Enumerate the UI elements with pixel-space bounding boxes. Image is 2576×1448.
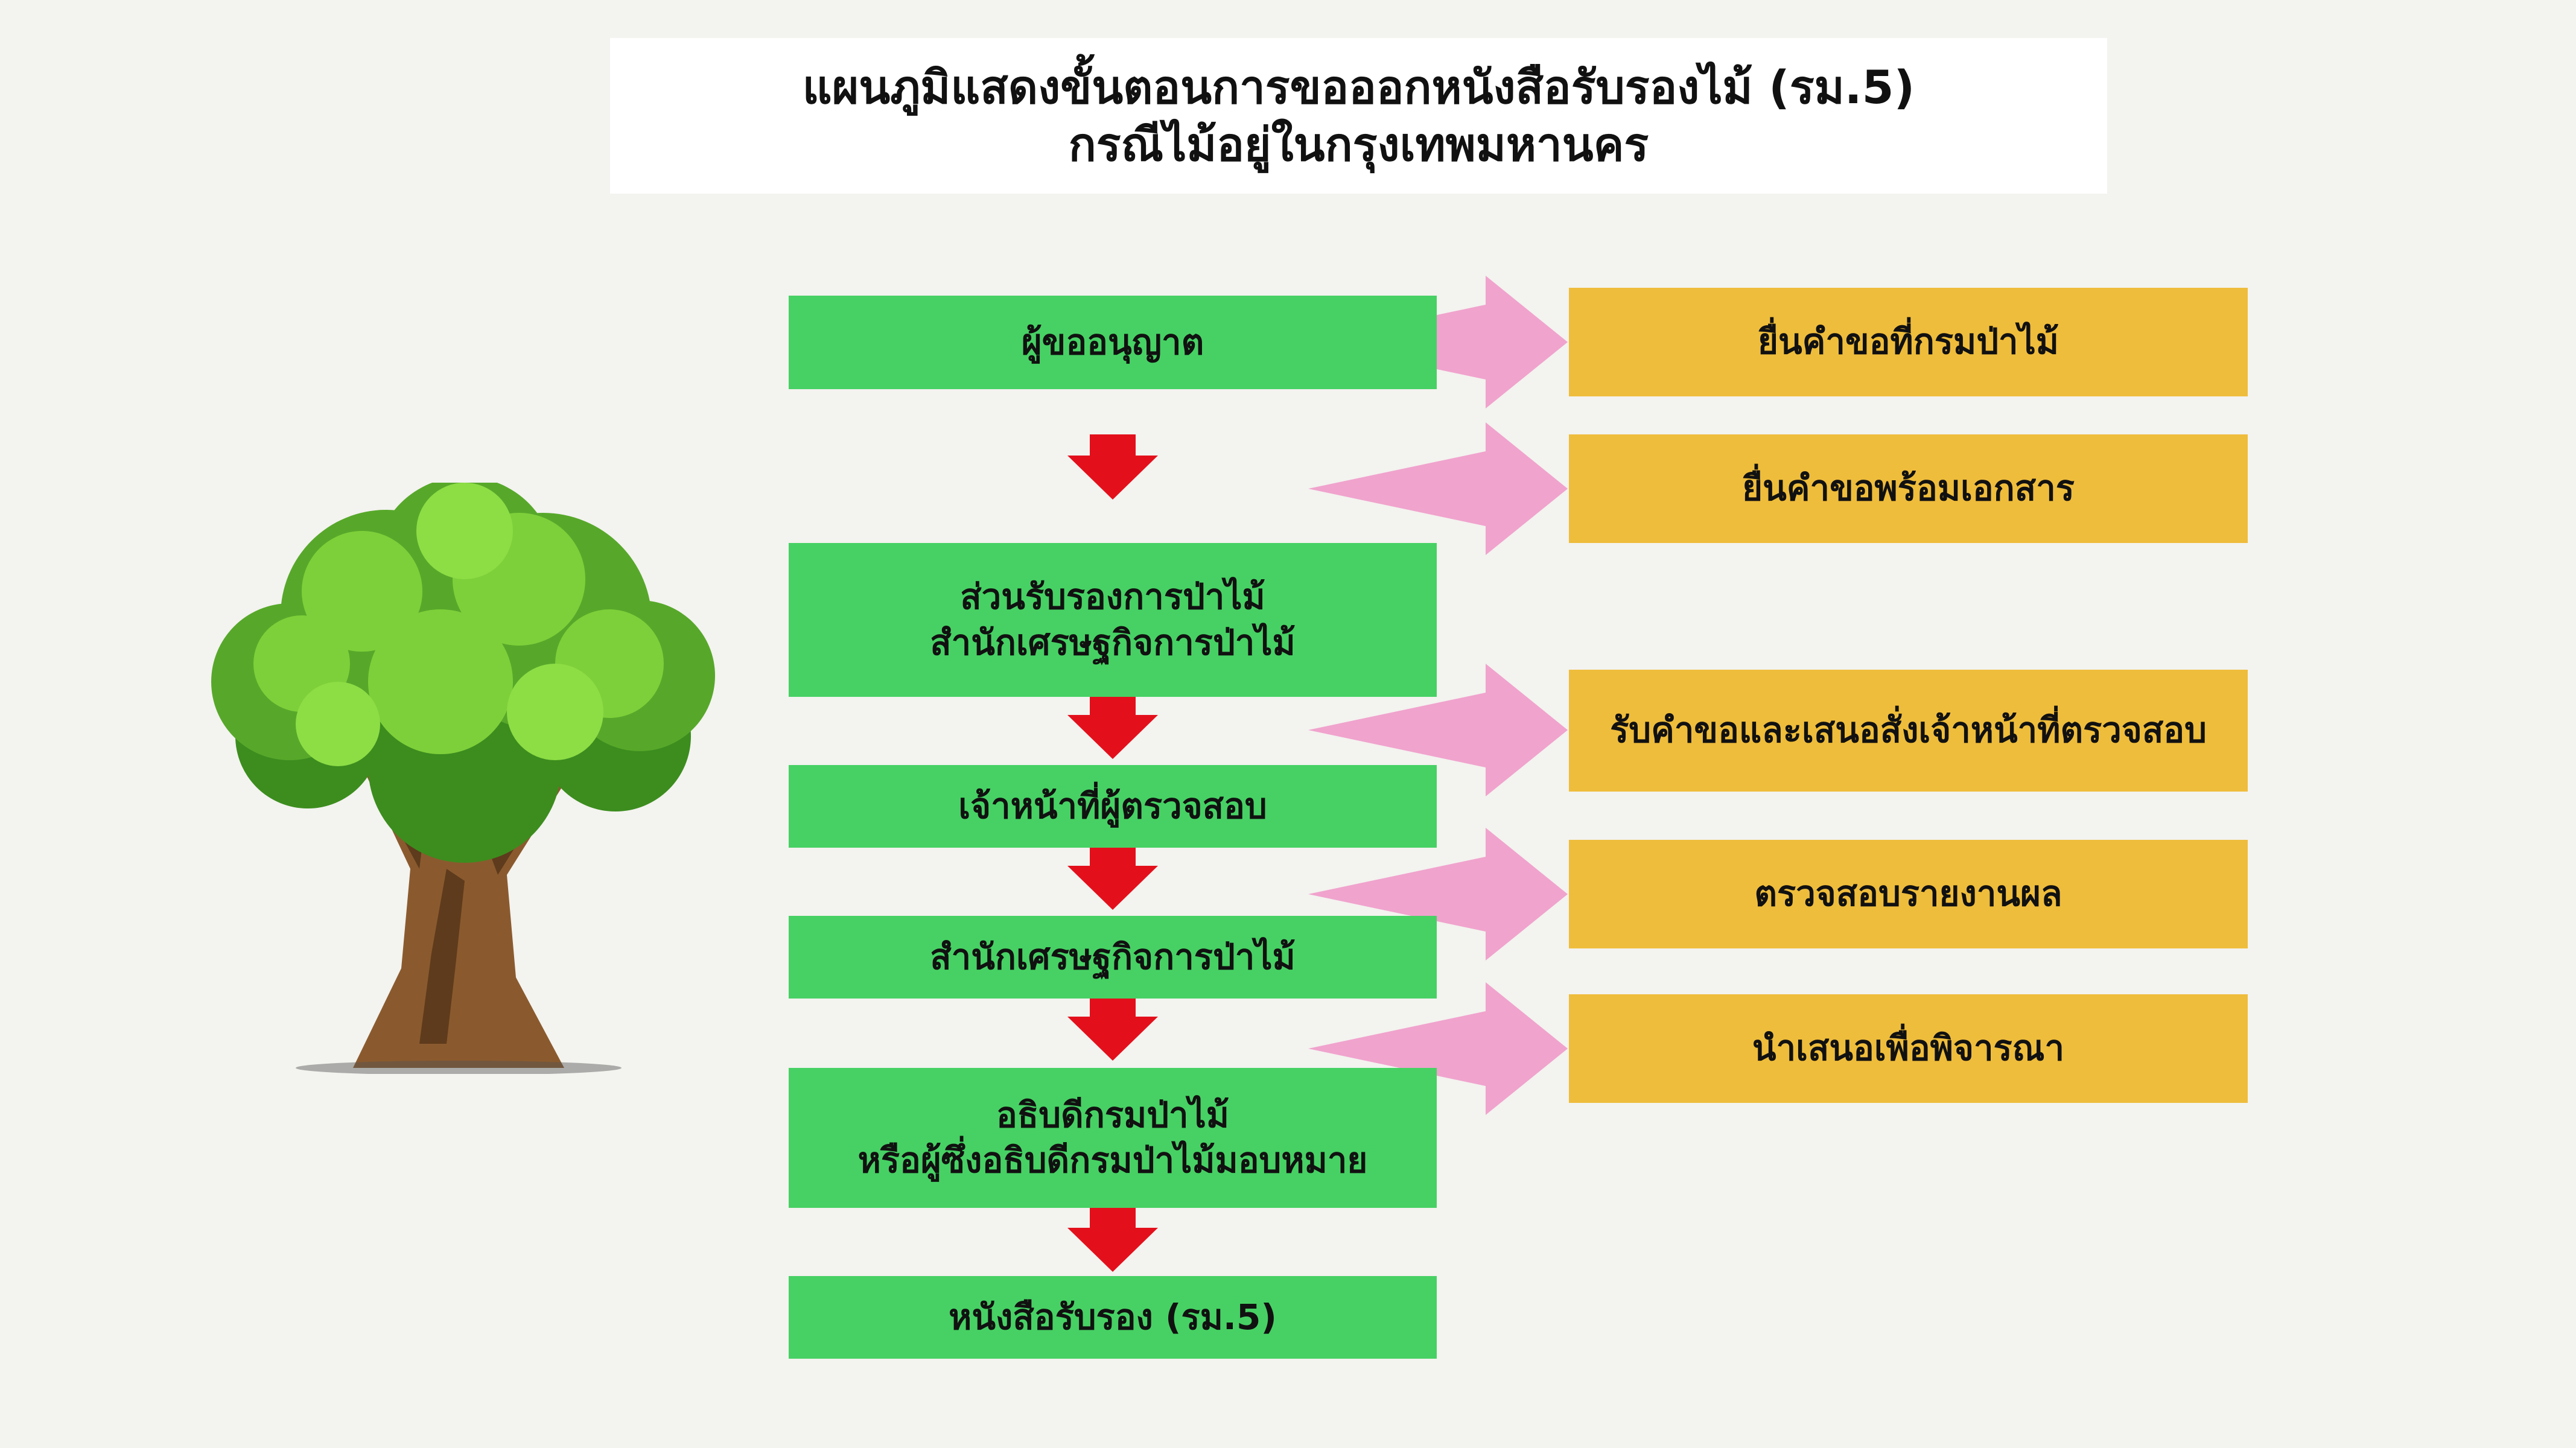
side-arrow-icon [1308,422,1568,555]
step-forest-economics-office: สำนักเศรษฐกิจการป่าไม้ [789,916,1437,999]
down-arrow-icon [1067,996,1158,1061]
step-label: สำนักเศรษฐกิจการป่าไม้ [930,936,1296,977]
down-arrow-icon [1067,1207,1158,1272]
step-director-general: อธิบดีกรมป่าไม้ หรือผู้ซึ่งอธิบดีกรมป่าไ… [789,1068,1437,1208]
down-arrow-icon [1067,694,1158,759]
page-title: แผนภูมิแสดงขั้นตอนการขอออกหนังสือรับรองไ… [802,60,1915,114]
tree-illustration [211,483,715,1074]
note-label: ยื่นคำขอพร้อมเอกสาร [1742,468,2075,509]
step-label: หนังสือรับรอง (รม.5) [949,1296,1277,1338]
step-label: หรือผู้ซึ่งอธิบดีกรมป่าไม้มอบหมาย [857,1140,1368,1181]
step-label: อธิบดีกรมป่าไม้ [996,1094,1229,1135]
step-label: สำนักเศรษฐกิจการป่าไม้ [930,621,1296,663]
note-submit-documents: ยื่นคำขอพร้อมเอกสาร [1569,434,2248,543]
note-label: ตรวจสอบรายงานผล [1754,873,2062,915]
step-label: ส่วนรับรองการป่าไม้ [960,576,1265,618]
step-label: ผู้ขออนุญาต [1021,321,1204,363]
step-label: เจ้าหน้าที่ผู้ตรวจสอบ [958,785,1267,827]
step-certificate: หนังสือรับรอง (รม.5) [789,1276,1437,1359]
down-arrow-icon [1067,434,1158,500]
note-inspection-report: ตรวจสอบรายงานผล [1569,840,2248,948]
step-certification-division: ส่วนรับรองการป่าไม้ สำนักเศรษฐกิจการป่าไ… [789,543,1437,697]
note-label: ยื่นคำขอที่กรมป่าไม้ [1757,321,2059,363]
title-box: แผนภูมิแสดงขั้นตอนการขอออกหนังสือรับรองไ… [610,38,2107,194]
note-label: นำเสนอเพื่อพิจารณา [1752,1027,2065,1069]
note-receive-and-assign: รับคำขอและเสนอสั่งเจ้าหน้าที่ตรวจสอบ [1569,670,2248,792]
note-label: รับคำขอและเสนอสั่งเจ้าหน้าที่ตรวจสอบ [1610,710,2207,751]
page-subtitle: กรณีไม้อยู่ในกรุงเทพมหานคร [1068,118,1649,171]
note-submit-request: ยื่นคำขอที่กรมป่าไม้ [1569,288,2248,396]
note-submit-for-consideration: นำเสนอเพื่อพิจารณา [1569,994,2248,1103]
down-arrow-icon [1067,845,1158,910]
step-applicant: ผู้ขออนุญาต [789,296,1437,389]
step-inspector: เจ้าหน้าที่ผู้ตรวจสอบ [789,765,1437,848]
